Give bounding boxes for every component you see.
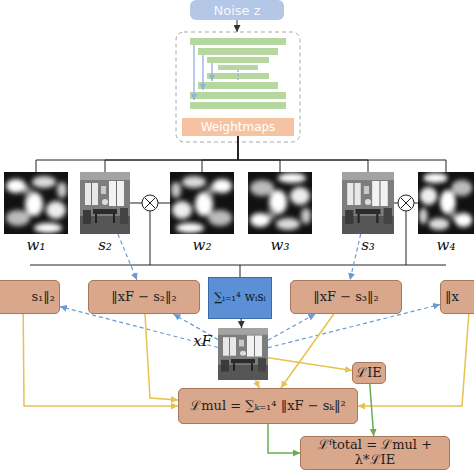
connector bbox=[23, 314, 178, 406]
multiply-wiring bbox=[30, 203, 446, 277]
formula-text: ‖x bbox=[445, 290, 459, 305]
connector bbox=[36, 136, 238, 172]
source-image bbox=[342, 172, 394, 234]
multiply-symbol bbox=[142, 195, 158, 211]
connector bbox=[268, 314, 315, 340]
loss-box: ‖xF − s₃‖₂ bbox=[290, 280, 402, 314]
connector bbox=[281, 314, 334, 388]
connector bbox=[238, 136, 368, 172]
generator-frame bbox=[176, 32, 300, 142]
connector bbox=[118, 234, 137, 280]
connector bbox=[241, 319, 243, 328]
loss-box: ℒmul = ∑ₖ₌₁⁴ ‖xF − sₖ‖² bbox=[178, 388, 358, 424]
network-layers bbox=[190, 38, 286, 109]
formula-text: ‖xF − s₂‖₂ bbox=[111, 290, 177, 305]
weight-map-image bbox=[248, 172, 312, 234]
connector bbox=[145, 314, 178, 400]
node-label: Noise z bbox=[213, 3, 260, 18]
image-label: w₃ bbox=[248, 236, 312, 254]
input-arrow bbox=[237, 20, 238, 32]
node-label: Weightmaps bbox=[201, 120, 276, 134]
loss-box: ℒIE bbox=[352, 362, 386, 384]
connector bbox=[238, 136, 280, 172]
weight-map-image bbox=[170, 172, 234, 234]
image-label: w₂ bbox=[170, 236, 234, 254]
formula-text: ℒmul = ∑ₖ₌₁⁴ ‖xF − sₖ‖² bbox=[190, 399, 346, 414]
skip-connections bbox=[194, 45, 238, 100]
image-label: xF bbox=[193, 332, 212, 350]
connector bbox=[202, 136, 238, 172]
formula-text: ∑ᵢ₌₁⁴ wᵢsᵢ bbox=[214, 291, 266, 305]
loss-box: ‖x bbox=[440, 280, 474, 314]
connector bbox=[268, 358, 352, 371]
loss-box: s₁‖₂ bbox=[0, 280, 60, 314]
source-image bbox=[80, 172, 130, 234]
connector bbox=[358, 314, 469, 406]
weightmaps-band: Weightmaps bbox=[182, 118, 294, 136]
weighted-sum-box: ∑ᵢ₌₁⁴ wᵢsᵢ bbox=[208, 277, 272, 319]
formula-text: s₁‖₂ bbox=[31, 290, 55, 305]
connector bbox=[105, 136, 238, 172]
weight-map-image bbox=[4, 172, 68, 234]
fused-image bbox=[218, 328, 268, 380]
formula-text: ℒIE bbox=[356, 366, 382, 381]
formula-text: ‖xF − s₃‖₂ bbox=[313, 290, 379, 305]
image-label: w₁ bbox=[4, 236, 68, 254]
source-image-tile: s₂ bbox=[80, 172, 130, 234]
connector bbox=[268, 424, 300, 453]
connector bbox=[256, 380, 260, 388]
image-label: w₄ bbox=[418, 236, 474, 254]
weight-map-image bbox=[418, 172, 474, 234]
source-image-tile: s₃ bbox=[342, 172, 394, 234]
connector bbox=[350, 234, 361, 280]
loss-box: ‖xF − s₂‖₂ bbox=[88, 280, 200, 314]
weight-map-tile: w₄ bbox=[418, 172, 474, 234]
weight-map-tile: w₂ bbox=[170, 172, 234, 234]
weight-map-tile: w₃ bbox=[248, 172, 312, 234]
formula-text: ℒᶠtotal = ℒmul + λ*ℒIE bbox=[305, 438, 445, 468]
connector bbox=[370, 384, 374, 436]
connector bbox=[238, 136, 446, 172]
multiply-symbol bbox=[398, 195, 414, 211]
fused-image-tile: xF bbox=[218, 328, 268, 380]
weight-map-tile: w₁ bbox=[4, 172, 68, 234]
image-label: s₂ bbox=[80, 236, 130, 254]
image-label: s₃ bbox=[342, 236, 394, 254]
total-loss-box: ℒᶠtotal = ℒmul + λ*ℒIE bbox=[300, 436, 450, 470]
noise-input-box: Noise z bbox=[190, 0, 284, 20]
